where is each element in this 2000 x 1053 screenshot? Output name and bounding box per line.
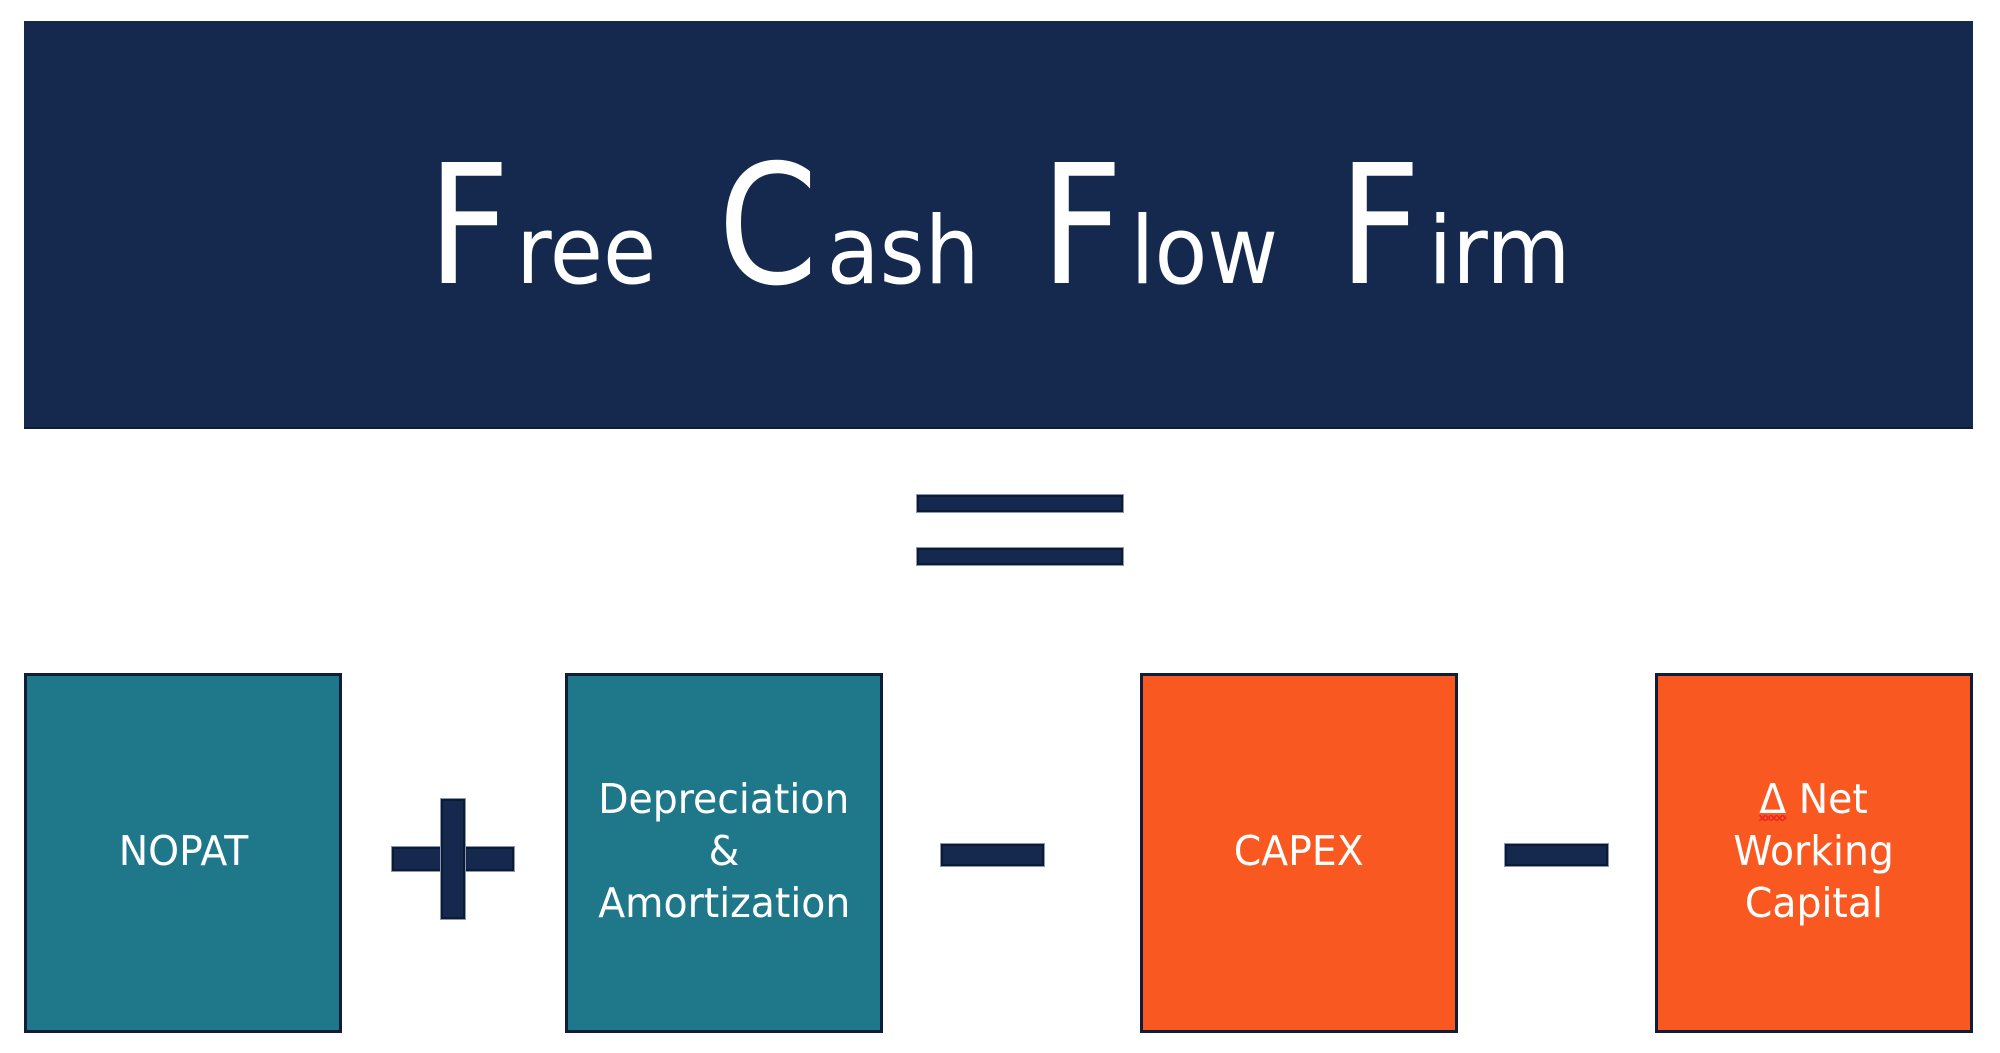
equals-sign-top-bar (916, 494, 1124, 513)
term-label-line: Δ Net (1759, 773, 1869, 825)
title-rest: ree (516, 197, 657, 306)
spellcheck-underline (1759, 815, 1787, 821)
term-label-line: Working (1733, 827, 1895, 875)
plus-sign-center (443, 849, 463, 869)
term-label-word: Net (1799, 775, 1869, 823)
title-rest: ash (826, 197, 980, 306)
title-initial: F (1338, 130, 1422, 323)
title-rest: irm (1427, 197, 1571, 306)
term-label-line: Amortization (597, 879, 851, 927)
minus-sign (940, 843, 1045, 867)
term-box-net-working-capital: Δ Net Working Capital (1655, 673, 1973, 1033)
equals-sign-bottom-bar (916, 547, 1124, 566)
term-label-line: & (708, 827, 740, 875)
title-initial: C (718, 130, 819, 323)
term-label: CAPEX (1234, 827, 1364, 875)
title-initial: F (1040, 130, 1124, 323)
term-label-line: Capital (1744, 879, 1883, 927)
term-box-depreciation-amortization: Depreciation & Amortization (565, 673, 883, 1033)
delta-symbol: Δ (1759, 773, 1787, 825)
title-rest: low (1130, 197, 1278, 306)
term-box-nopat: NOPAT (24, 673, 342, 1033)
title-initial: F (427, 130, 510, 323)
minus-sign (1504, 843, 1609, 867)
term-box-capex: CAPEX (1140, 673, 1458, 1033)
term-label-line: Depreciation (598, 775, 850, 823)
term-label: NOPAT (118, 827, 248, 875)
